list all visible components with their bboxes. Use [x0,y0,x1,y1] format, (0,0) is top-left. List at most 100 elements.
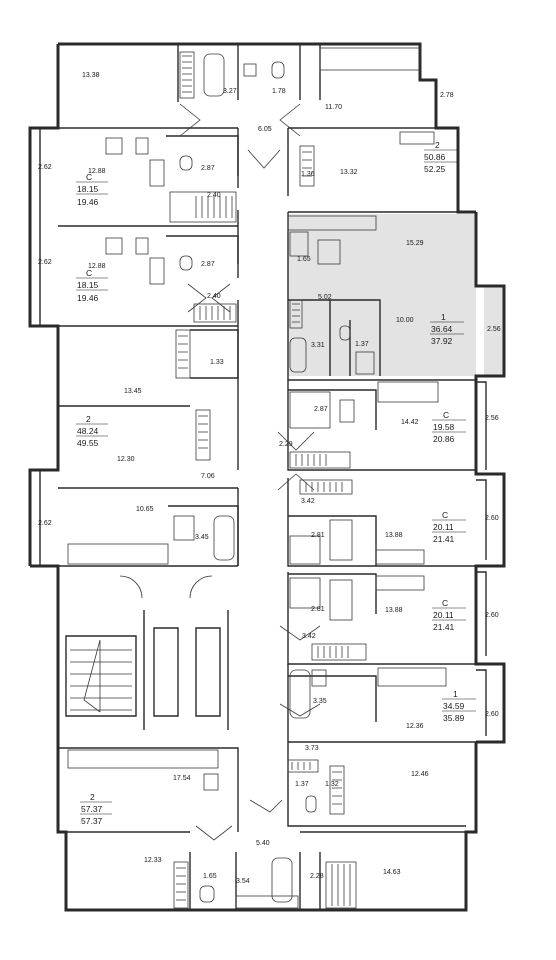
room-area: 13.32 [340,169,358,176]
apartment-label: 2 50.86 52.25 [424,140,458,174]
svg-text:34.59: 34.59 [443,701,465,711]
svg-text:49.55: 49.55 [77,438,99,448]
svg-text:1: 1 [453,689,458,699]
svg-text:20.86: 20.86 [433,434,455,444]
room-area: 1.78 [272,88,286,95]
svg-text:48.24: 48.24 [77,426,99,436]
svg-text:21.41: 21.41 [433,534,455,544]
room-area: 10.00 [396,317,414,324]
room-area: 12.30 [117,456,135,463]
room-area: 13.38 [82,72,100,79]
room-area: 2.56 [485,415,499,422]
inner-walls [58,44,476,910]
room-area: 2.60 [485,612,499,619]
room-area: 3.45 [195,534,209,541]
room-area: 6.05 [258,126,272,133]
room-area: 3.31 [311,342,325,349]
svg-text:50.86: 50.86 [424,152,446,162]
svg-text:36.64: 36.64 [431,324,453,334]
room-area: 14.42 [401,419,419,426]
fixtures [67,47,447,909]
room-labels: 13.38 3.27 1.78 11.70 2.78 6.05 2.62 12.… [38,72,501,885]
room-area: 1.32 [325,781,339,788]
svg-text:2: 2 [90,792,95,802]
room-area: 2.28 [310,873,324,880]
room-area: 3.35 [313,698,327,705]
apartment-label: С 20.11 21.41 [432,510,466,544]
room-area: 5.02 [318,294,332,301]
room-area: 10.65 [136,506,154,513]
room-area: 2.40 [207,293,221,300]
apartment-label: 1 36.64 37.92 [430,312,464,346]
room-area: 2.60 [485,515,499,522]
room-area: 3.27 [223,88,237,95]
svg-text:1: 1 [441,312,446,322]
svg-text:52.25: 52.25 [424,164,446,174]
room-area: 2.60 [485,711,499,718]
room-area: 12.46 [411,771,429,778]
room-area: 2.56 [487,326,501,333]
room-area: 2.87 [201,165,215,172]
apartment-label: С 20.11 21.41 [432,598,466,632]
selected-apartment-highlight [288,214,504,376]
room-area: 11.70 [325,104,342,111]
room-area: 5.40 [256,840,270,847]
svg-text:21.41: 21.41 [433,622,455,632]
svg-text:18.15: 18.15 [77,184,99,194]
room-area: 3.73 [305,745,319,752]
room-area: 2.78 [440,92,454,99]
svg-text:37.92: 37.92 [431,336,453,346]
svg-text:35.89: 35.89 [443,713,465,723]
svg-text:18.15: 18.15 [77,280,99,290]
room-area: 2.29 [279,441,293,448]
outer-walls [28,42,506,912]
door-swings [179,103,321,841]
room-area: 1.37 [295,781,309,788]
room-area: 1.65 [203,873,217,880]
apartment-label: 2 48.24 49.55 [76,414,108,448]
room-area: 2.87 [201,261,215,268]
room-area: 12.33 [144,857,162,864]
room-area: 3.54 [236,878,250,885]
room-area: 2.40 [207,192,221,199]
svg-text:С: С [86,172,92,182]
room-area: 2.62 [38,164,52,171]
room-area: 12.36 [406,723,424,730]
room-area: 2.62 [38,520,52,527]
room-area: 13.88 [385,607,403,614]
apartment-label: 2 57.37 57.37 [80,792,112,826]
room-area: 13.88 [385,532,403,539]
svg-text:С: С [442,510,448,520]
svg-text:57.37: 57.37 [81,804,103,814]
apartment-label: 1 34.59 35.89 [442,689,476,723]
svg-text:2: 2 [86,414,91,424]
room-area: 1.37 [355,341,369,348]
svg-text:С: С [442,598,448,608]
room-area: 13.45 [124,388,142,395]
svg-text:19.46: 19.46 [77,293,99,303]
svg-text:57.37: 57.37 [81,816,103,826]
apartment-labels: 2 50.86 52.25 С 18.15 19.46 С 18.15 19.4… [76,140,476,826]
room-area: 3.42 [302,633,316,640]
room-area: 14.63 [383,869,401,876]
room-area: 3.42 [301,498,315,505]
apartment-label: С 18.15 19.46 [76,268,108,303]
svg-text:19.58: 19.58 [433,422,455,432]
room-area: 1.33 [210,359,224,366]
svg-text:20.11: 20.11 [433,610,454,620]
svg-text:С: С [86,268,92,278]
room-area: 15.29 [406,240,424,247]
stair-core [65,575,229,730]
svg-text:С: С [443,410,449,420]
svg-text:20.11: 20.11 [433,522,454,532]
room-area: 2.81 [311,532,325,539]
apartment-label: С 19.58 20.86 [432,410,466,444]
room-area: 7.06 [201,473,215,480]
room-area: 2.87 [314,406,328,413]
room-area: 12.88 [88,168,106,175]
room-area: 2.81 [311,606,325,613]
room-area: 2.62 [38,259,52,266]
room-area: 1.65 [297,256,311,263]
svg-text:19.46: 19.46 [77,197,99,207]
